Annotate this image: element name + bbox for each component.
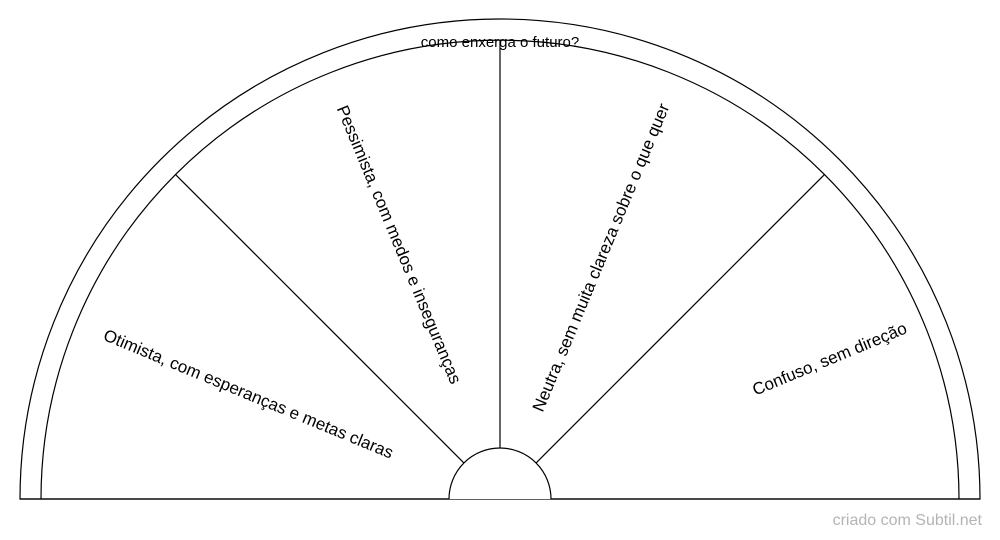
chart-title: como enxerga o futuro? [421, 34, 579, 51]
center-semicircle [448, 447, 552, 500]
divider-3 [535, 173, 826, 464]
credit-text: criado com Subtil.net [832, 512, 982, 529]
divider-1 [174, 173, 465, 464]
